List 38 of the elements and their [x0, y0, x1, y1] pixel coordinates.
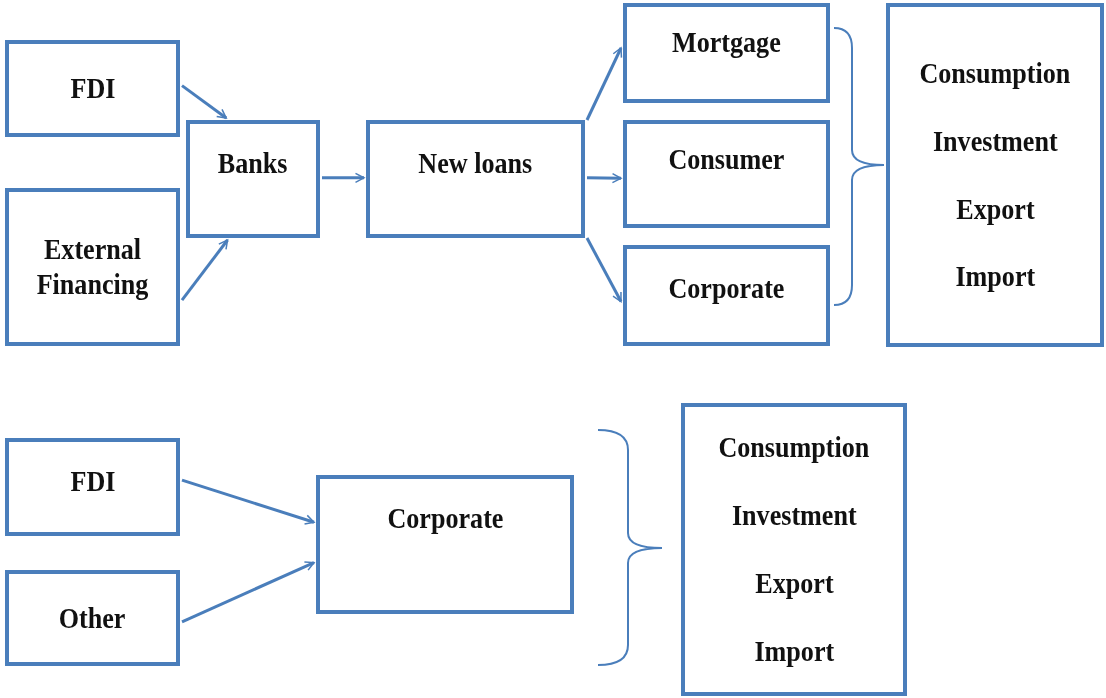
box-label: Export: [955, 191, 1035, 227]
box-label: Consumption: [919, 55, 1071, 91]
process-box: [186, 120, 320, 238]
box-label: Corporate: [387, 501, 503, 536]
box-label: FDI: [70, 71, 115, 106]
box-label: New loans: [418, 146, 533, 181]
box-label: Consumer: [668, 142, 785, 177]
process-box: [623, 120, 830, 228]
arrow: [586, 172, 622, 184]
process-box: [5, 438, 180, 536]
box-label: Import: [955, 259, 1035, 295]
arrow: [181, 561, 315, 624]
box-label: Corporate: [668, 271, 785, 306]
arrow: [181, 478, 315, 525]
arrow: [585, 47, 623, 121]
process-box: [623, 245, 830, 346]
arrow: [585, 237, 623, 303]
box-label: FDI: [70, 464, 115, 499]
box-label: Export: [754, 566, 834, 601]
box-label: Mortgage: [672, 25, 781, 60]
arrow: [181, 84, 228, 120]
arrow: [180, 239, 229, 302]
arrow: [322, 172, 365, 184]
process-box: [5, 188, 180, 346]
process-box: [5, 570, 180, 666]
box-label: Consumption: [718, 430, 870, 466]
box-label: Banks: [218, 146, 288, 181]
box-label: Investment: [932, 123, 1058, 159]
box-label: External Financing: [35, 232, 150, 302]
process-box: [316, 475, 574, 614]
process-box: [623, 3, 830, 103]
process-box: [681, 403, 907, 696]
box-label: Other: [59, 600, 126, 636]
box-label: Investment: [731, 498, 857, 533]
box-label: Import: [754, 633, 834, 669]
process-box: [886, 3, 1104, 347]
process-box: [366, 120, 585, 238]
process-box: [5, 40, 180, 137]
